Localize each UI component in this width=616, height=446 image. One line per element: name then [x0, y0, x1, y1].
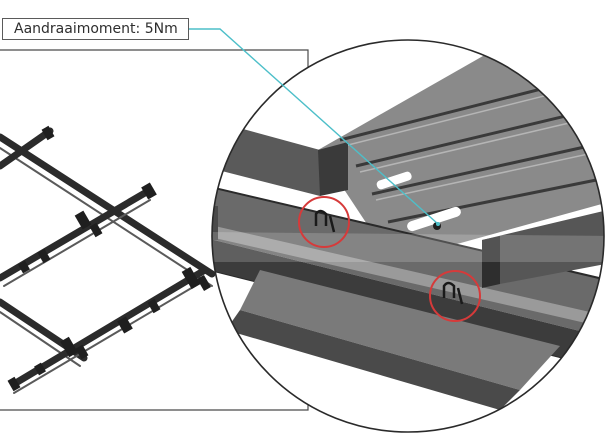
highlight-circle-left — [298, 196, 350, 248]
highlight-circle-right — [429, 270, 481, 322]
overview-rail-grid — [0, 125, 216, 394]
leader-line — [189, 28, 439, 225]
torque-annotation-text: Aandraaimoment: 5Nm — [14, 21, 178, 37]
torque-annotation-label: Aandraaimoment: 5Nm — [2, 18, 189, 40]
overview-clamps — [7, 125, 211, 392]
overview-cross-rails — [0, 127, 209, 394]
detail-circle-outline — [211, 39, 605, 433]
detail-view — [212, 40, 604, 432]
detail-clamp-hooks — [314, 209, 464, 305]
detail-panel-surface — [318, 52, 604, 262]
